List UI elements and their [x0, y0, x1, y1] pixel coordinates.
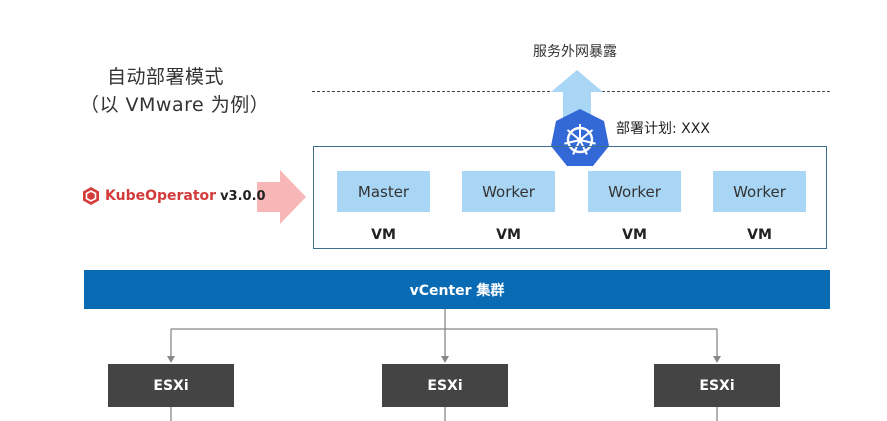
esxi-host: ESXi [108, 364, 234, 407]
connector-arrowhead [167, 356, 175, 363]
vm-label: VM [747, 227, 772, 243]
connector-arrowhead [713, 356, 721, 363]
esxi-host: ESXi [382, 364, 508, 407]
brand-version: v3.0.0 [220, 188, 266, 204]
vcenter-cluster-bar: vCenter 集群 [84, 270, 830, 309]
connector-arrowhead [441, 356, 449, 363]
esxi-host: ESXi [654, 364, 780, 407]
deploy-plan-label: 部署计划: XXX [616, 121, 710, 137]
vm-label: VM [622, 227, 647, 243]
kubernetes-icon [551, 109, 609, 166]
cluster-connectors [170, 309, 718, 421]
expose-label: 服务外网暴露 [533, 44, 617, 60]
node-box-master: Master [337, 171, 430, 212]
node-box-worker: Worker [462, 171, 555, 212]
expose-up-arrow [551, 70, 603, 122]
diagram-subtitle: （以 VMware 为例） [80, 94, 270, 116]
deploy-right-arrow [257, 170, 306, 224]
diagram-title: 自动部署模式 [107, 66, 225, 88]
vm-label: VM [496, 227, 521, 243]
kubeoperator-brand: KubeOperator v3.0.0 [81, 186, 266, 206]
vm-label: VM [371, 227, 396, 243]
node-box-worker: Worker [588, 171, 681, 212]
brand-name: KubeOperator [105, 188, 217, 204]
vm-group-frame [313, 146, 827, 249]
kubeoperator-logo-icon [83, 187, 99, 205]
node-box-worker: Worker [713, 171, 806, 212]
